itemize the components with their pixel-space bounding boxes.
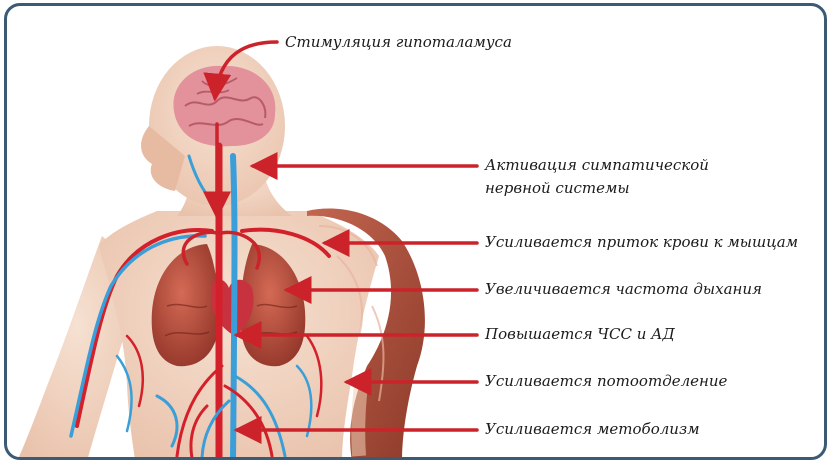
label-hypothalamus: Стимуляция гипоталамуса xyxy=(285,32,512,53)
diagram-frame: Стимуляция гипоталамуса Активация симпат… xyxy=(4,3,827,460)
label-metabolism: Усиливается метоболизм xyxy=(485,419,700,440)
label-sweat: Усиливается потоотделение xyxy=(485,371,727,392)
label-sympathetic-line2: нервной системы xyxy=(485,178,630,199)
label-heart: Повышается ЧСС и АД xyxy=(485,324,675,345)
label-muscle-blood: Усиливается приток крови к мышцам xyxy=(485,232,798,253)
label-sympathetic-line1: Активация симпатической xyxy=(485,155,709,176)
label-breathing: Увеличивается частота дыхания xyxy=(485,279,762,300)
brain xyxy=(173,66,275,146)
